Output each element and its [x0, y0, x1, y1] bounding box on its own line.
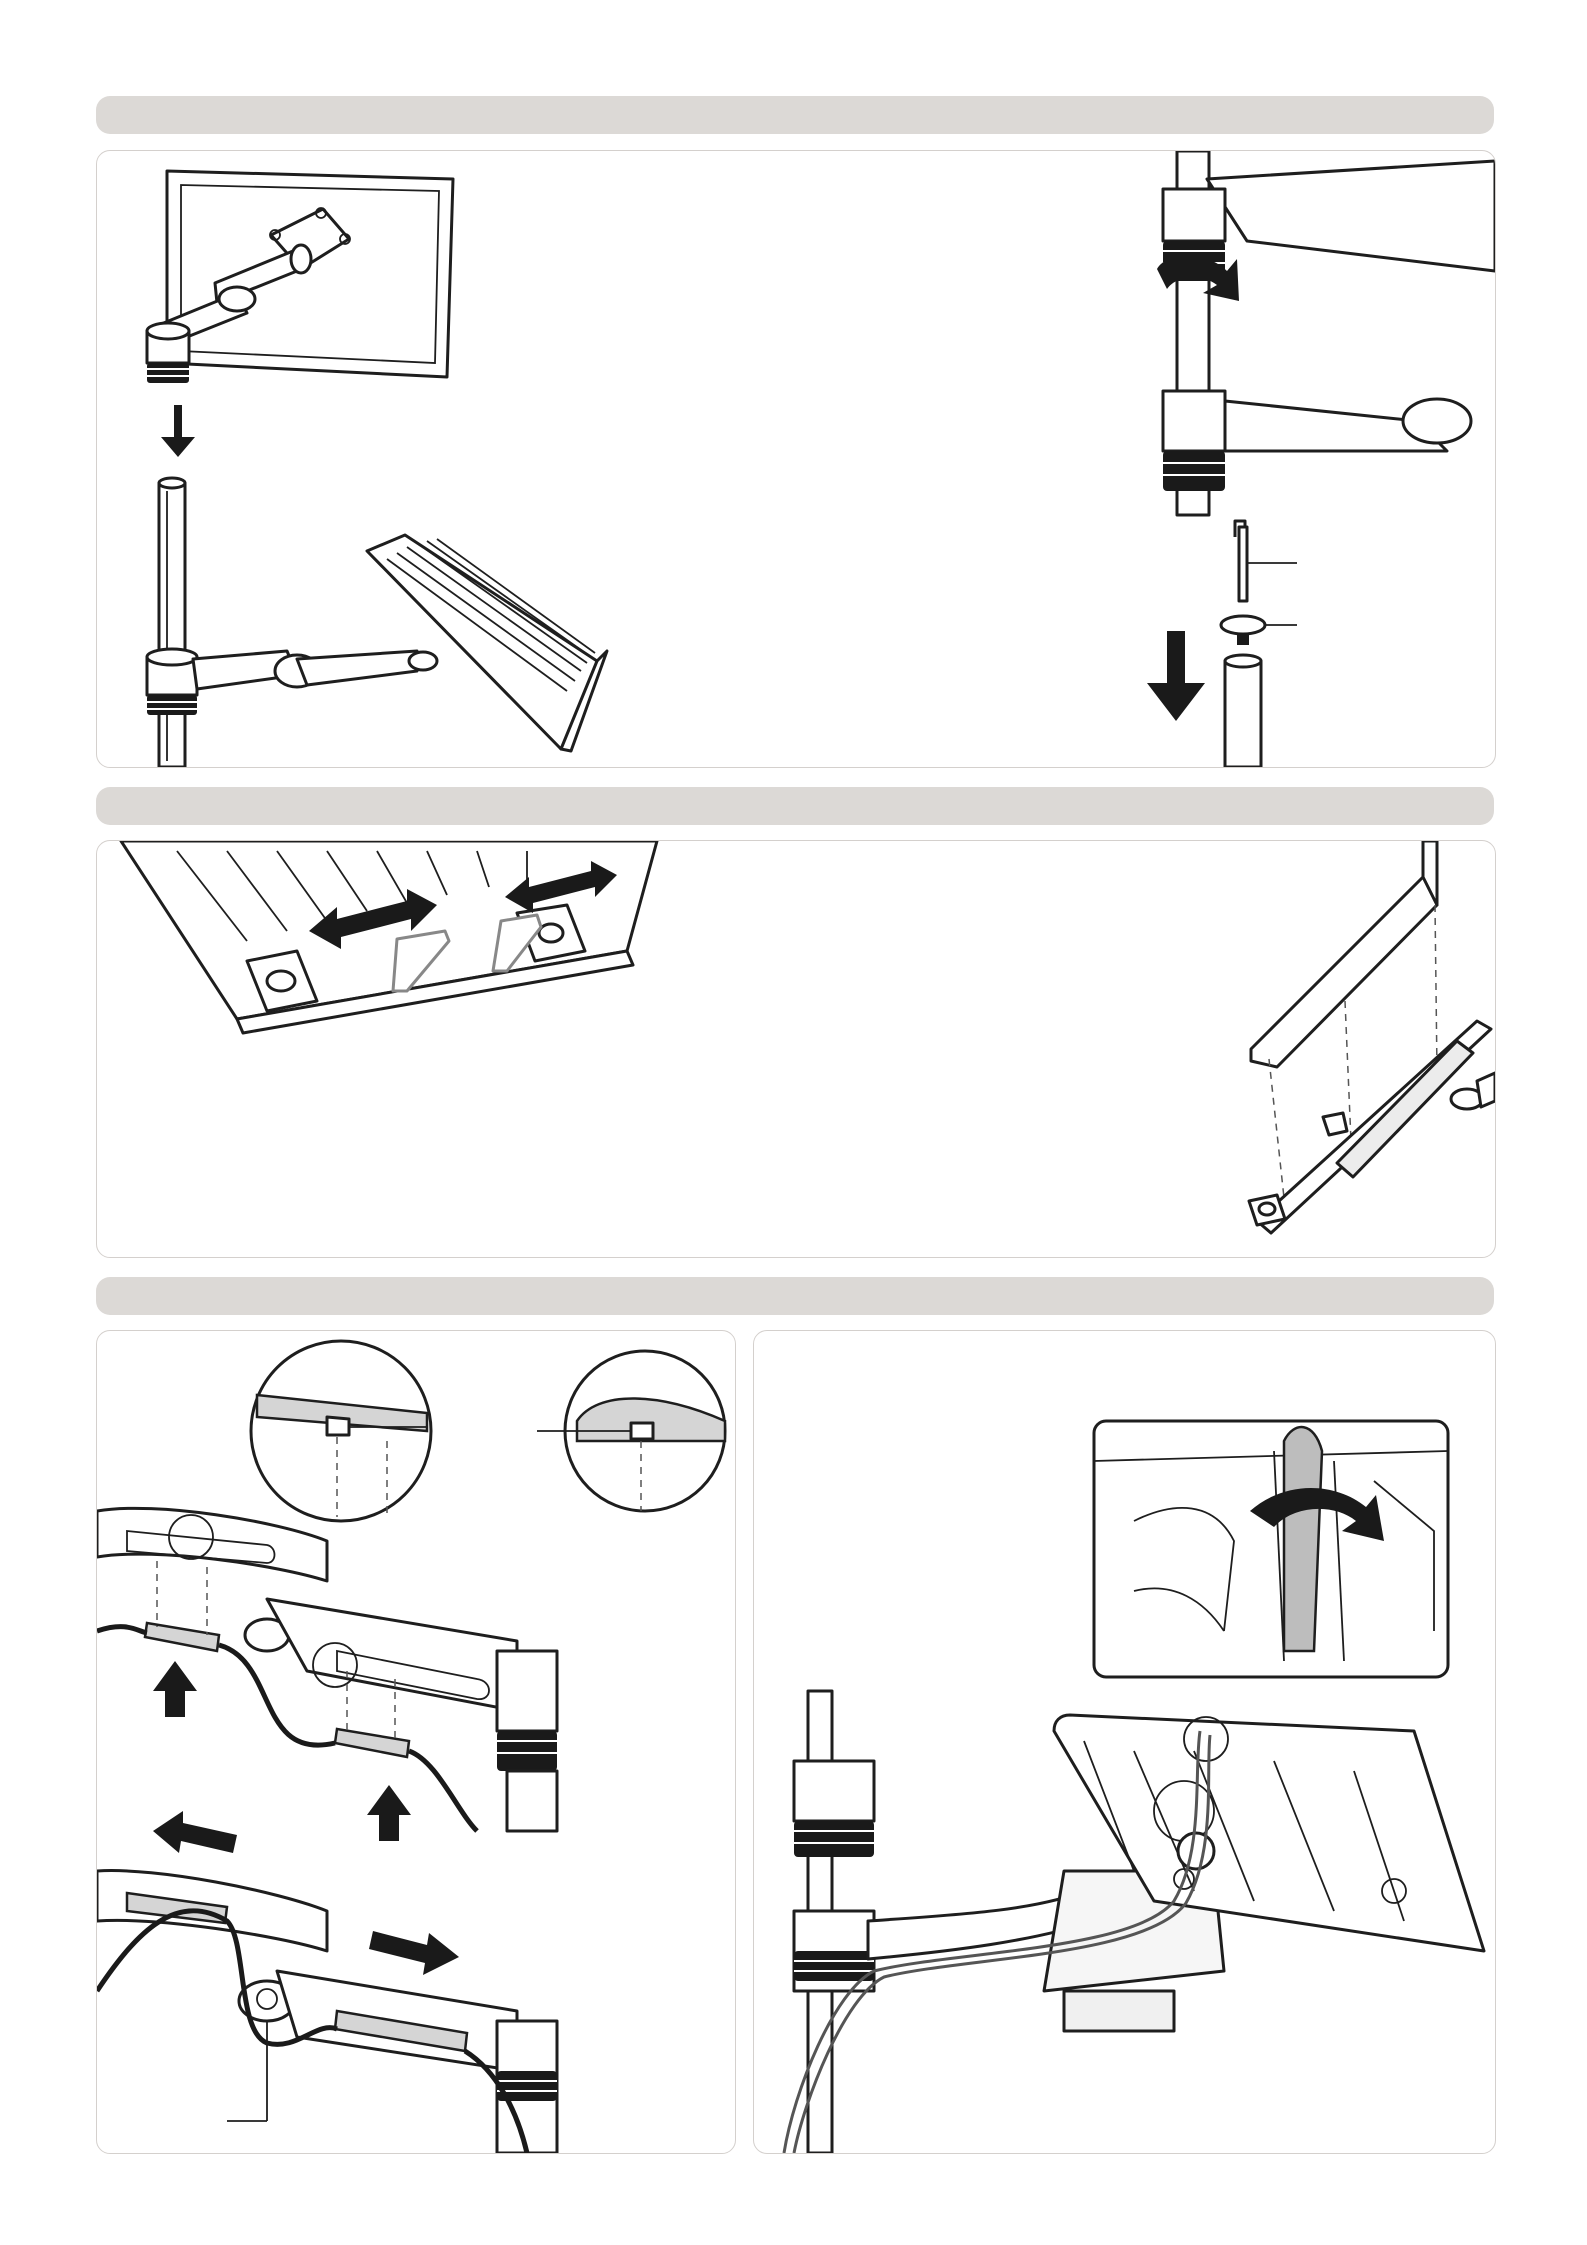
arm-with-clips-upper [97, 1508, 557, 1831]
magnifier-detail-left [251, 1341, 431, 1521]
pole-with-tray-and-cables [784, 1691, 1484, 2153]
up-arrow-icon [367, 1785, 411, 1841]
up-arrow-icon [153, 1661, 197, 1717]
section-bar-cable-management [96, 1277, 1494, 1315]
tray-with-ledge-attachment [1249, 841, 1495, 1233]
tray-underside-with-sliders [121, 841, 657, 1033]
arm-with-clips-lower [97, 1871, 557, 2153]
monitor-on-arm [147, 171, 453, 383]
down-arrow-icon [1147, 631, 1205, 721]
cable-clips-illustration [97, 1331, 735, 2153]
magnifier-detail-right [537, 1351, 725, 1511]
panel-mounting [96, 150, 1496, 768]
tray-adjustment-illustration [97, 841, 1495, 1257]
routing-detail-inset [1094, 1421, 1448, 1677]
cable-routing-illustration [754, 1331, 1495, 2153]
down-arrow-icon [161, 405, 195, 457]
section-bar-tray-adjustment [96, 787, 1494, 825]
mounting-illustration [97, 151, 1495, 767]
pole-with-laptop-tray [147, 478, 607, 767]
panel-tray-adjustment [96, 840, 1496, 1258]
section-bar-mounting [96, 96, 1494, 134]
allen-key-and-cap [1221, 521, 1297, 767]
panel-cable-clips [96, 1330, 736, 2154]
right-arrow-icon [369, 1931, 459, 1975]
panel-cable-routing [753, 1330, 1496, 2154]
left-arrow-icon [153, 1811, 237, 1853]
pole-rotation-detail [1163, 151, 1495, 515]
